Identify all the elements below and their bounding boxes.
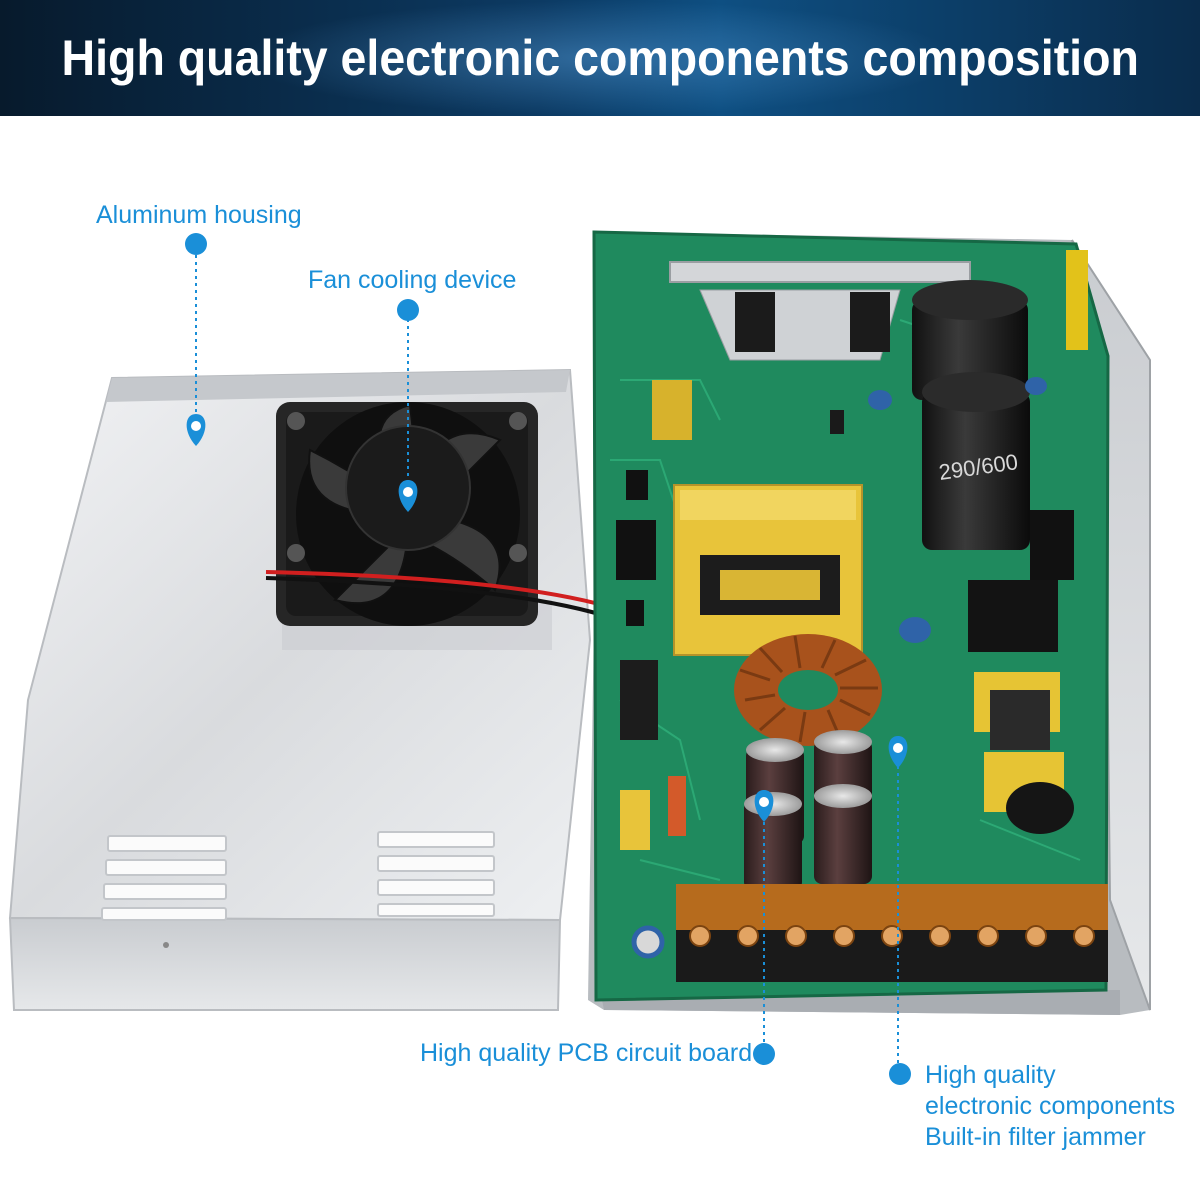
components-label-line-2: electronic components	[925, 1092, 1176, 1120]
dot-marker-icon	[185, 233, 911, 1085]
aluminum-housing-label: Aluminum housing	[96, 201, 302, 229]
components-label-line-1: High quality	[925, 1061, 1056, 1089]
title-banner: High quality electronic components compo…	[0, 0, 1200, 116]
fan-cooling-label: Fan cooling device	[308, 266, 517, 294]
map-pin-icon	[186, 414, 908, 822]
components-label-line-3: Built-in filter jammer	[925, 1123, 1146, 1151]
pcb-board-label: High quality PCB circuit board	[420, 1039, 753, 1067]
banner-title: High quality electronic components compo…	[61, 30, 1139, 86]
callout-lines	[195, 255, 899, 1074]
pcb-assembly: 290/600	[588, 230, 1151, 1015]
components-label: High quality electronic components Built…	[925, 1060, 1175, 1153]
